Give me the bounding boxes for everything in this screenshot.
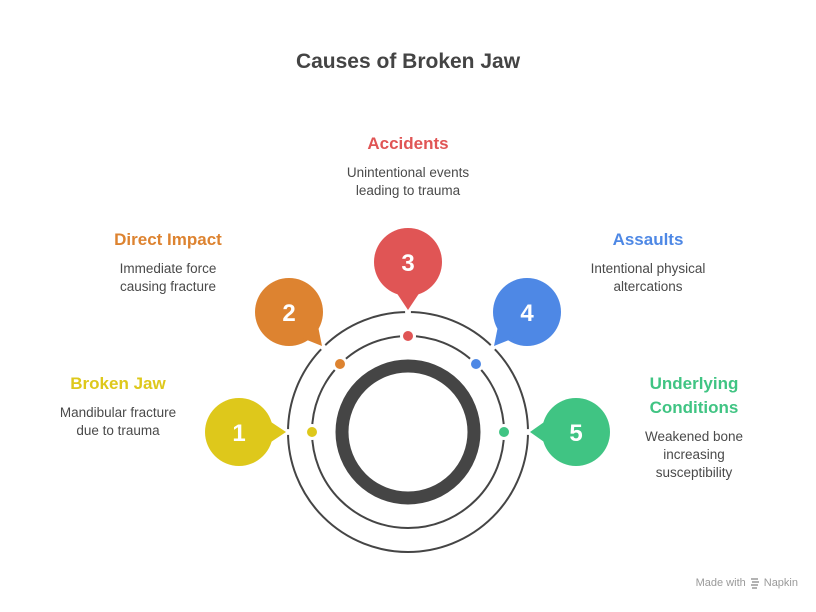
core-ring <box>335 359 481 505</box>
item-4-description: Intentional physical altercations <box>558 260 738 296</box>
bubble-4: 4 <box>493 278 561 346</box>
bubble-number-2: 2 <box>282 300 295 327</box>
marker-dot-2 <box>335 359 345 369</box>
item-5-title-line: Conditions <box>649 398 739 417</box>
bubble-5: 5 <box>530 398 610 466</box>
bubble-number-5: 5 <box>569 420 582 447</box>
item-5-desc-line: increasing <box>663 447 725 462</box>
footer-attribution: Made with Napkin <box>696 577 798 589</box>
item-3-desc-line: leading to trauma <box>355 183 461 198</box>
napkin-logo-icon <box>750 578 759 589</box>
item-4-desc-line: Intentional physical <box>590 261 706 276</box>
item-2-label: Direct Impact Immediate force causing fr… <box>78 228 258 296</box>
item-5-label: Underlying Conditions Weakened bone incr… <box>604 372 784 482</box>
item-1-desc-line: due to trauma <box>76 423 160 438</box>
item-2-title: Direct Impact <box>114 230 222 249</box>
item-2-desc-line: Immediate force <box>119 261 217 276</box>
item-5-desc-line: susceptibility <box>655 465 733 480</box>
bubble-3: 3 <box>374 228 442 310</box>
diagram-title: Causes of Broken Jaw <box>295 50 521 73</box>
item-1-description: Mandibular fracture due to trauma <box>28 404 208 440</box>
item-4-desc-line: altercations <box>613 279 683 294</box>
napkin-brand-text: Napkin <box>763 577 798 589</box>
item-2-description: Immediate force causing fracture <box>78 260 258 296</box>
item-3-title: Accidents <box>367 134 449 153</box>
marker-dot-5 <box>499 427 509 437</box>
item-5-desc-line: Weakened bone <box>644 429 744 444</box>
marker-dot-3 <box>403 331 413 341</box>
made-with-text: Made with <box>695 577 746 589</box>
item-1-label: Broken Jaw Mandibular fracture due to tr… <box>28 372 208 440</box>
item-5-description: Weakened bone increasing susceptibility <box>604 428 784 482</box>
item-1-desc-line: Mandibular fracture <box>59 405 177 420</box>
bubble-number-1: 1 <box>232 420 245 447</box>
item-4-label: Assaults Intentional physical altercatio… <box>558 228 738 296</box>
item-3-desc-line: Unintentional events <box>346 165 470 180</box>
bubble-1: 1 <box>205 398 286 466</box>
bubble-number-4: 4 <box>520 300 534 327</box>
item-3-label: Accidents Unintentional events leading t… <box>308 132 508 200</box>
bubble-2: 2 <box>255 278 323 346</box>
bubble-number-3: 3 <box>401 250 414 277</box>
marker-dot-4 <box>471 359 481 369</box>
item-4-title: Assaults <box>612 230 684 249</box>
item-5-title: Underlying Conditions <box>604 372 784 420</box>
item-1-title: Broken Jaw <box>70 374 166 393</box>
marker-dot-1 <box>307 427 317 437</box>
item-3-description: Unintentional events leading to trauma <box>308 164 508 200</box>
item-5-title-line: Underlying <box>649 374 739 393</box>
item-2-desc-line: causing fracture <box>119 279 217 294</box>
